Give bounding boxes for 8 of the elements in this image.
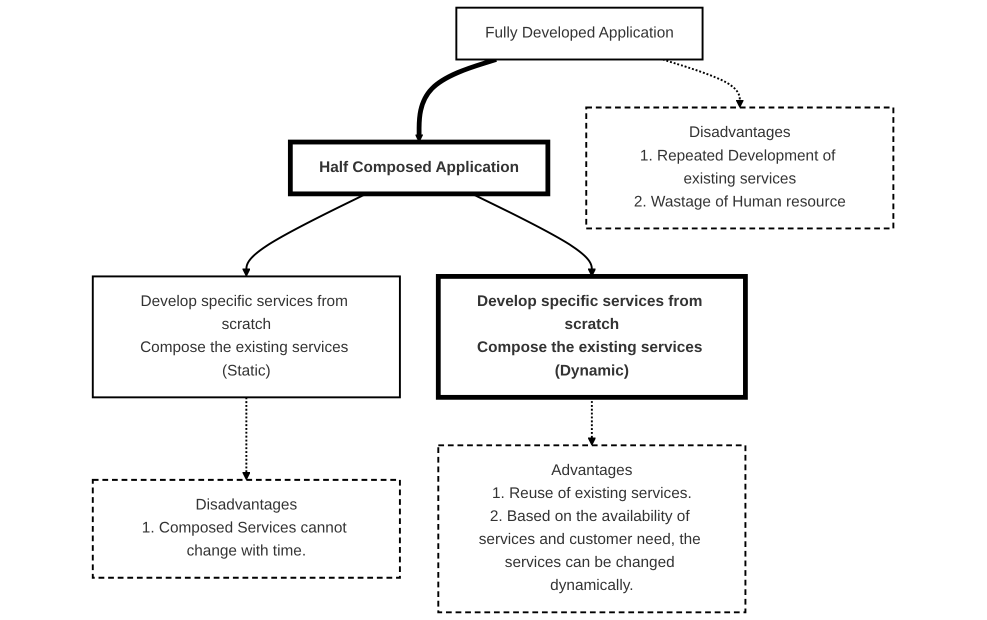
node-box: Advantages 1. Reuse of existing services. 2. Based on the availability of services and customer need, the services can be changed dynamically. — [438, 444, 747, 614]
node-box: Half Composed Application — [288, 140, 551, 196]
node-box: Develop specific services from scratch Compose the existing services (Dynamic) — [436, 274, 748, 400]
node-box: Disadvantages 1. Repeated Development of existing services 2. Wastage of Human resource — [586, 106, 895, 230]
arrow — [242, 397, 251, 480]
node-box: Fully Developed Application — [456, 6, 704, 60]
node-box: Develop specific services from scratch Compose the existing services (Static) — [92, 275, 402, 398]
node-box: Disadvantages 1. Composed Services cannot change with time. — [92, 478, 402, 579]
